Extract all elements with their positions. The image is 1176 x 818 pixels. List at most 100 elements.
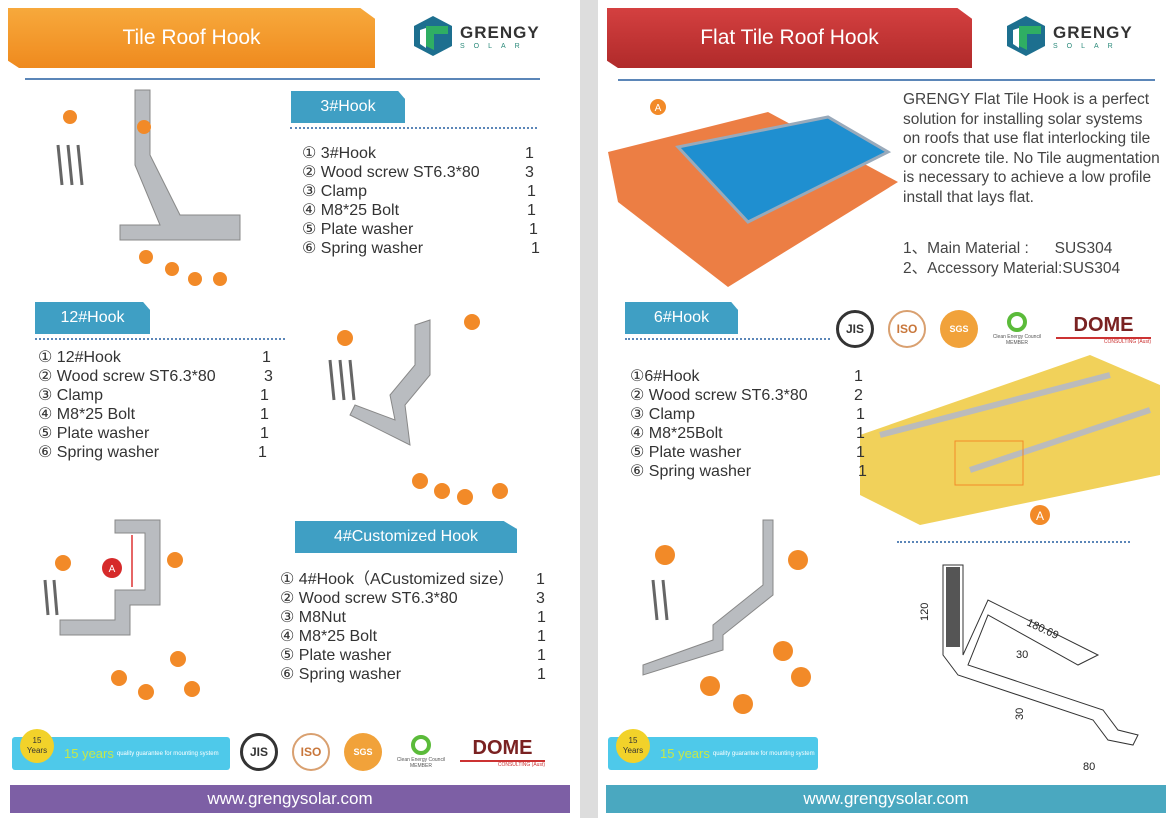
- part-qty: 1: [260, 406, 269, 423]
- page-title-banner: Flat Tile Roof Hook: [607, 8, 972, 68]
- dome-sub: CONSULTING (Aust): [497, 761, 545, 768]
- part-qty: 1: [529, 221, 538, 238]
- cec-member: MEMBER: [410, 763, 432, 769]
- website-footer: www.grengysolar.com: [606, 785, 1166, 813]
- page-title: Tile Roof Hook: [122, 26, 261, 49]
- list-item: ⑤ Plate washer 1: [38, 424, 278, 443]
- part-name: ④ M8*25 Bolt: [280, 628, 378, 645]
- dome-text: DOME: [460, 737, 545, 762]
- part-qty: 1: [537, 628, 546, 645]
- hook4-image: A: [43, 519, 200, 700]
- part-name: ⑥ Spring washer: [280, 666, 402, 683]
- marker-a: A: [109, 564, 116, 575]
- list-item: ④ M8*25 Bolt 1: [280, 627, 550, 646]
- guarantee-years: 15 years: [64, 746, 114, 761]
- part-qty: 1: [527, 183, 536, 200]
- list-item: ⑥ Spring washer 1: [280, 665, 550, 684]
- hook12-tag: 12#Hook: [35, 302, 150, 334]
- part-name: ① 12#Hook: [38, 349, 121, 366]
- part-qty: 2: [854, 387, 863, 404]
- part-name: ③ M8Nut: [280, 609, 346, 626]
- dim-angle-width: 30: [1016, 649, 1028, 661]
- materials-list: 1、Main Material : SUS304 2、Accessory Mat…: [903, 239, 1163, 278]
- logo-sub: SOLAR: [1053, 42, 1122, 50]
- sgs-logo: SGS: [344, 733, 382, 771]
- part-name: ① 3#Hook: [302, 145, 376, 162]
- guarantee-text: quality guarantee for mounting system: [712, 750, 815, 757]
- divider: [25, 78, 540, 80]
- part-qty: 1: [260, 425, 269, 442]
- sgs-logo: SGS: [940, 310, 978, 348]
- hook4-label: 4#Customized Hook: [333, 528, 479, 545]
- medal-unit: Years: [622, 746, 644, 755]
- dotted-divider: [290, 127, 537, 129]
- roof-install-image: A: [608, 99, 898, 287]
- dim-height: 120: [919, 603, 931, 621]
- part-name: ⑥ Spring washer: [302, 240, 424, 257]
- jis-logo: JIS: [240, 733, 278, 771]
- part-name: ③ Clamp: [38, 387, 104, 404]
- divider: [618, 79, 1155, 81]
- iso-logo: ISO: [888, 310, 926, 348]
- list-item: ① 4#Hook（ACustomized size）1: [280, 570, 550, 589]
- page-title: Flat Tile Roof Hook: [700, 26, 879, 49]
- part-name: ② Wood screw ST6.3*80: [280, 590, 458, 607]
- website-link[interactable]: www.grengysolar.com: [207, 789, 373, 808]
- tile-roof-rails-image: A: [860, 355, 1160, 525]
- cec-member: MEMBER: [1006, 340, 1028, 346]
- part-qty: 1: [537, 609, 546, 626]
- part-qty: 1: [525, 145, 534, 162]
- part-qty: 1: [527, 202, 536, 219]
- grengy-logo-icon: [414, 16, 452, 56]
- part-name: ② Wood screw ST6.3*80: [630, 387, 808, 404]
- dome-text: DOME: [1056, 314, 1151, 339]
- part-qty: 1: [536, 571, 545, 588]
- part-qty: 1: [537, 666, 546, 683]
- part-name: ⑤ Plate washer: [630, 444, 742, 461]
- medal-unit: Years: [26, 746, 48, 755]
- hook12-image: [328, 314, 508, 505]
- website-link[interactable]: www.grengysolar.com: [803, 789, 969, 808]
- part-name: ⑤ Plate washer: [38, 425, 150, 442]
- dimension-drawing: 120 180.69 30 30 80: [919, 564, 1139, 773]
- logo-name: GRENGY: [1053, 22, 1133, 42]
- product-description: GRENGY Flat Tile Hook is a perfect solut…: [903, 91, 1160, 206]
- hook3-tag: 3#Hook: [291, 91, 405, 123]
- cec-text: Clean Energy Council: [396, 757, 446, 763]
- part-name: ⑥ Spring washer: [38, 444, 160, 461]
- part-qty: 1: [858, 463, 867, 480]
- jis-logo: JIS: [836, 310, 874, 348]
- dotted-divider: [897, 541, 1130, 543]
- part-qty: 3: [536, 590, 545, 607]
- hook6-label: 6#Hook: [653, 309, 710, 326]
- hook6-image: [642, 519, 811, 714]
- dome-sub: CONSULTING (Aust): [1103, 338, 1151, 345]
- part-name: ⑥ Spring washer: [630, 463, 752, 480]
- accessory-material: 2、Accessory Material:SUS304: [903, 259, 1121, 277]
- cec-text: Clean Energy Council: [992, 334, 1042, 340]
- part-name: ③ Clamp: [630, 406, 696, 423]
- dim-base: 80: [1083, 761, 1095, 773]
- page-title-banner: Tile Roof Hook: [8, 8, 375, 68]
